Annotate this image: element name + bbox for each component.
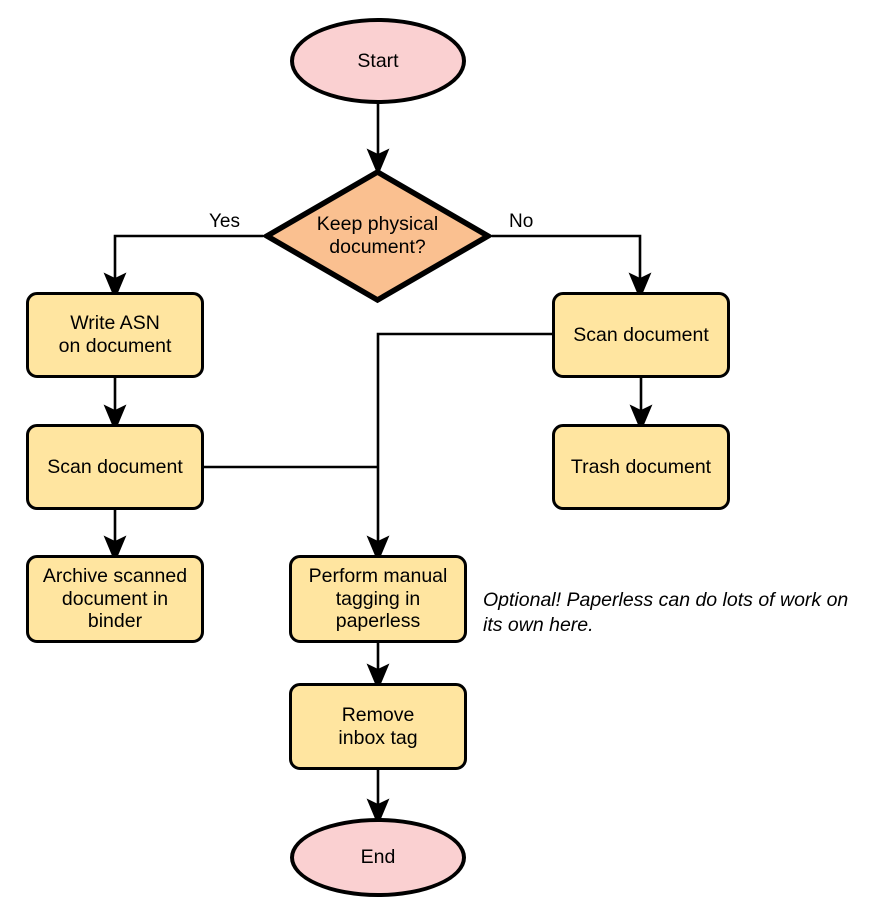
node-scan-document-right[interactable]: Scan document bbox=[552, 292, 730, 378]
node-manual-tagging-label: Perform manual tagging in paperless bbox=[308, 564, 448, 633]
edge-label-yes: Yes bbox=[209, 211, 240, 232]
node-remove-inbox-tag[interactable]: Remove inbox tag bbox=[289, 683, 467, 770]
optional-note: Optional! Paperless can do lots of work … bbox=[483, 589, 849, 637]
node-trash-document[interactable]: Trash document bbox=[552, 424, 730, 510]
node-start-label: Start bbox=[357, 49, 399, 72]
edge-decision-yes-to-write-asn bbox=[103, 234, 263, 300]
edge-decision-no-to-scan-right bbox=[492, 234, 652, 300]
node-write-asn-label: Write ASN on document bbox=[58, 312, 172, 357]
node-decision-label-line2: document? bbox=[329, 236, 426, 258]
node-scan-document-right-label: Scan document bbox=[573, 323, 709, 346]
edge-scan-right-to-tagging bbox=[366, 332, 552, 563]
node-scan-document-left[interactable]: Scan document bbox=[26, 424, 204, 510]
node-write-asn[interactable]: Write ASN on document bbox=[26, 292, 204, 378]
diamond-shape bbox=[263, 168, 492, 304]
node-decision[interactable]: Keep physical document? bbox=[263, 168, 492, 304]
node-trash-document-label: Trash document bbox=[570, 455, 712, 478]
node-decision-label: Keep physical document? bbox=[263, 168, 492, 304]
node-decision-label-line1: Keep physical bbox=[316, 213, 439, 236]
node-remove-inbox-tag-label: Remove inbox tag bbox=[338, 703, 418, 749]
node-archive-binder-label: Archive scanned document in binder bbox=[42, 564, 188, 633]
node-archive-binder[interactable]: Archive scanned document in binder bbox=[26, 555, 204, 643]
node-start[interactable]: Start bbox=[290, 18, 466, 104]
node-manual-tagging[interactable]: Perform manual tagging in paperless bbox=[289, 555, 467, 643]
node-end-label: End bbox=[360, 846, 396, 869]
edge-label-no: No bbox=[509, 211, 534, 232]
node-scan-document-left-label: Scan document bbox=[47, 455, 183, 478]
node-end[interactable]: End bbox=[290, 818, 466, 897]
